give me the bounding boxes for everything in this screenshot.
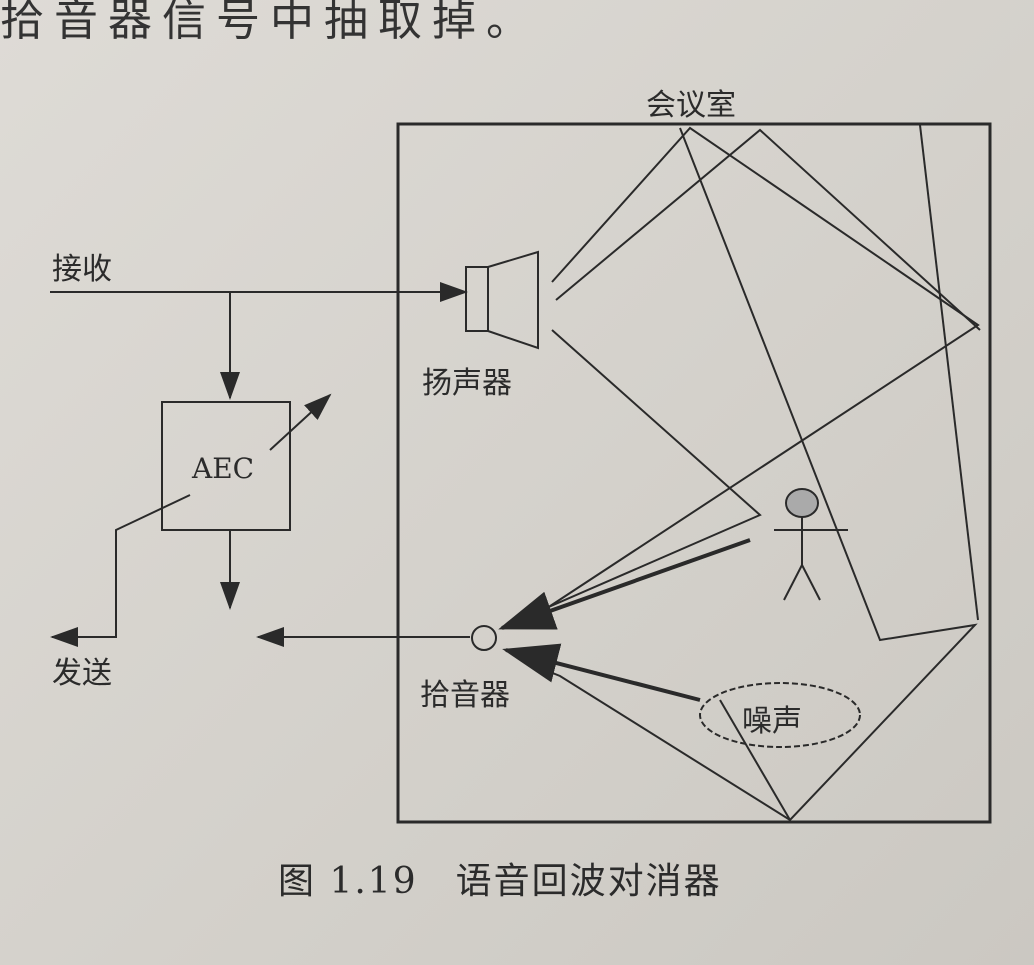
noise-label: 噪声	[742, 704, 802, 739]
aec-box	[161, 401, 291, 531]
microphone-label: 拾音器	[420, 678, 510, 713]
receive-label: 接收	[52, 252, 112, 287]
speaker-label: 扬声器	[422, 366, 512, 401]
conference-room-box	[396, 122, 992, 824]
figure-caption: 图 1.19 语音回波对消器	[278, 861, 722, 902]
top-text-line: 拾音器信号中抽取掉。	[0, 0, 540, 46]
send-label: 发送	[52, 656, 112, 691]
aec-label: AEC	[192, 452, 255, 485]
room-label: 会议室	[646, 88, 736, 123]
